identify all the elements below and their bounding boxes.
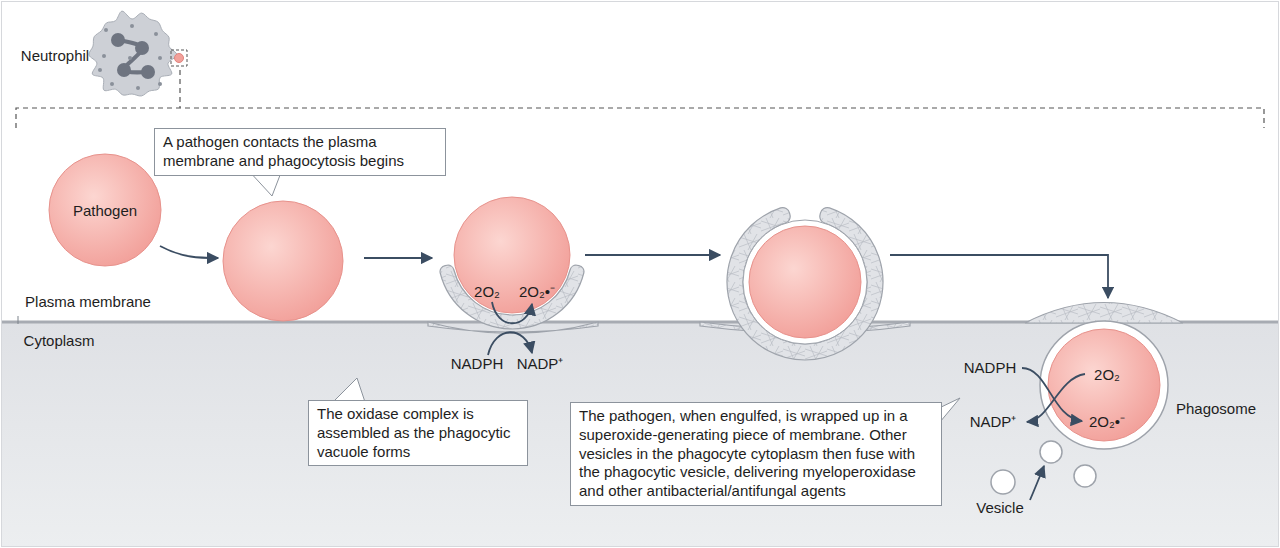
node-text: Pathogen — [73, 202, 137, 219]
membrane — [727, 208, 883, 360]
callout-box: A pathogen contacts the plasma membrane … — [154, 128, 446, 176]
granule — [136, 86, 140, 90]
cytoplasm — [2, 322, 1278, 546]
cell-body — [89, 11, 177, 96]
pathogen — [454, 197, 570, 313]
granule — [104, 28, 108, 32]
granule — [128, 56, 132, 60]
pathogen-dot — [175, 54, 184, 63]
zoom-frame — [16, 108, 1264, 128]
arrow — [492, 302, 532, 323]
arrow — [1030, 466, 1044, 500]
label: Neutrophil — [21, 48, 89, 65]
label: 2O₂ — [474, 284, 500, 301]
arrow — [160, 246, 218, 258]
node-text: The pathogen, when engulfed, is wrapped … — [579, 407, 933, 501]
callout-box: The pathogen, when engulfed, is wrapped … — [570, 402, 942, 506]
pathogen — [749, 226, 861, 338]
nucleus-lobe — [117, 63, 131, 77]
granule — [110, 82, 114, 86]
nucleus-lobe — [135, 41, 149, 55]
label: Plasma membrane — [25, 294, 151, 311]
label: NADP⁺ — [517, 356, 564, 373]
zoom-line — [179, 70, 180, 108]
granule — [102, 54, 106, 58]
zoom-box — [171, 50, 187, 66]
arrow — [1027, 374, 1085, 422]
label: Phagosome — [1176, 401, 1256, 418]
label: NADP⁺ — [970, 414, 1017, 431]
label: 2O₂ — [1094, 367, 1120, 384]
nucleus-lobe — [141, 65, 155, 79]
vesicle — [1074, 465, 1096, 487]
label: 2O₂•⁻ — [519, 284, 555, 301]
arrow — [585, 254, 720, 256]
granule — [98, 68, 102, 72]
phagosome-membrane — [1040, 321, 1168, 449]
pathogen — [49, 154, 161, 266]
label: NADPH — [451, 356, 504, 373]
neutrophil-icon — [89, 11, 177, 96]
node-text: The oxidase complex is assembled as the … — [317, 405, 519, 461]
granule — [154, 32, 158, 36]
vesicle — [1040, 441, 1062, 463]
label: NADPH — [964, 360, 1017, 377]
pathogen — [223, 201, 343, 321]
arrow — [488, 332, 532, 355]
vesicle — [991, 470, 1015, 494]
granule — [158, 56, 162, 60]
granule — [158, 82, 162, 86]
pathogen-circle: Pathogen — [48, 153, 162, 267]
arrow — [890, 255, 1108, 298]
granule — [130, 24, 134, 28]
callout-box: The oxidase complex is assembled as the … — [308, 400, 528, 466]
leader-line — [18, 316, 19, 324]
label: Vesicle — [976, 500, 1024, 517]
node-text: A pathogen contacts the plasma membrane … — [163, 133, 437, 171]
membrane — [1025, 303, 1183, 324]
nucleus-lobe — [111, 33, 125, 47]
label: Cytoplasm — [24, 333, 95, 350]
arrow — [1022, 368, 1082, 421]
vacuole — [743, 220, 867, 344]
label: 2O₂•⁻ — [1089, 414, 1125, 431]
arrow — [364, 257, 432, 259]
